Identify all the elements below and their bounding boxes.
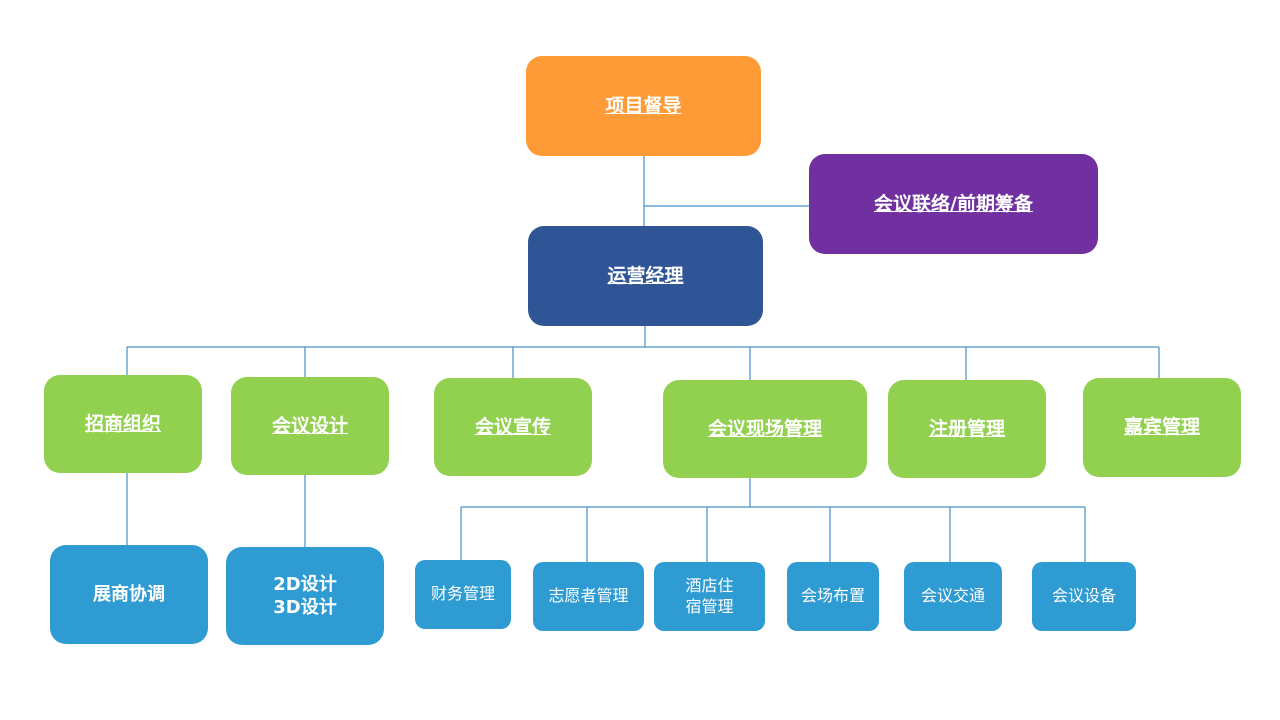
node-onsite-transport[interactable]: 会议交通 bbox=[904, 562, 1002, 631]
node-dept-guest-label: 嘉宾管理 bbox=[1123, 416, 1200, 439]
node-sub-design-line1: 2D设计 bbox=[273, 573, 337, 595]
node-ops-manager[interactable]: 运营经理 bbox=[528, 226, 763, 326]
node-sub-design-line2: 3D设计 bbox=[273, 597, 337, 618]
node-onsite-volunteer[interactable]: 志愿者管理 bbox=[533, 562, 644, 631]
node-dept-register[interactable]: 注册管理 bbox=[888, 380, 1046, 478]
node-sub-exhibitor[interactable]: 展商协调 bbox=[50, 545, 208, 644]
node-dept-design-label: 会议设计 bbox=[271, 414, 348, 437]
node-sub-exhibitor-label: 展商协调 bbox=[93, 583, 165, 605]
node-dept-recruit-label: 招商组织 bbox=[84, 412, 161, 435]
node-onsite-equipment[interactable]: 会议设备 bbox=[1032, 562, 1136, 631]
node-ops-manager-label: 运营经理 bbox=[607, 264, 684, 287]
node-onsite-venue[interactable]: 会场布置 bbox=[787, 562, 879, 631]
node-onsite-hotel-line1: 酒店住 bbox=[685, 575, 734, 595]
node-supervisor-label: 项目督导 bbox=[605, 94, 682, 117]
node-dept-recruit[interactable]: 招商组织 bbox=[44, 375, 202, 473]
node-onsite-hotel-line2: 宿管理 bbox=[685, 596, 734, 616]
node-dept-design[interactable]: 会议设计 bbox=[231, 377, 389, 475]
node-onsite-volunteer-label: 志愿者管理 bbox=[548, 586, 629, 606]
node-dept-promo[interactable]: 会议宣传 bbox=[434, 378, 592, 476]
node-liaison-label: 会议联络/前期筹备 bbox=[874, 192, 1033, 215]
node-dept-register-label: 注册管理 bbox=[928, 417, 1005, 440]
node-onsite-finance[interactable]: 财务管理 bbox=[415, 560, 511, 629]
node-onsite-hotel[interactable]: 酒店住 宿管理 bbox=[654, 562, 765, 631]
node-liaison[interactable]: 会议联络/前期筹备 bbox=[809, 154, 1098, 254]
node-onsite-equipment-label: 会议设备 bbox=[1051, 586, 1116, 606]
node-dept-onsite[interactable]: 会议现场管理 bbox=[663, 380, 867, 478]
node-onsite-finance-label: 财务管理 bbox=[430, 584, 495, 604]
node-onsite-transport-label: 会议交通 bbox=[920, 586, 985, 606]
node-dept-promo-label: 会议宣传 bbox=[474, 415, 551, 438]
node-dept-guest[interactable]: 嘉宾管理 bbox=[1083, 378, 1241, 477]
node-supervisor[interactable]: 项目督导 bbox=[526, 56, 761, 156]
node-sub-design[interactable]: 2D设计 3D设计 bbox=[226, 547, 384, 645]
node-onsite-venue-label: 会场布置 bbox=[800, 586, 865, 606]
node-dept-onsite-label: 会议现场管理 bbox=[707, 417, 822, 440]
